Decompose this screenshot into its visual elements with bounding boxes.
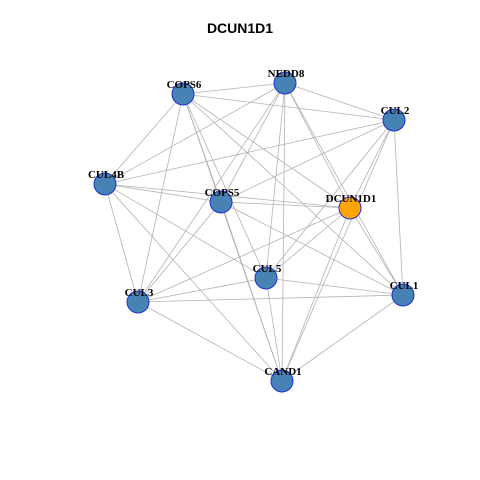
edge-nedd8-cand1	[281, 82, 286, 382]
node-label-cul5: CUL5	[253, 263, 282, 275]
node-label-cul1: CUL1	[390, 280, 419, 292]
edge-nedd8-cops5	[220, 82, 286, 203]
node-cops5	[209, 190, 233, 214]
node-label-cops6: COPS6	[167, 79, 202, 91]
edge-cul1-cand1	[281, 294, 404, 382]
edge-cops6-cul2	[182, 93, 395, 121]
diagram-title: DCUN1D1	[206, 20, 274, 36]
node-label-cand1: CAND1	[264, 366, 301, 378]
edge-cul2-cul1	[393, 119, 404, 296]
node-cul3	[126, 290, 150, 314]
node-cops6	[171, 82, 195, 106]
node-cand1	[270, 369, 294, 393]
edge-nedd8-cul1	[284, 82, 404, 296]
node-cul2	[382, 108, 406, 132]
node-layer	[93, 71, 415, 393]
edge-cops6-dcun1d1	[182, 93, 351, 209]
node-cul5	[254, 266, 278, 290]
edge-cops6-cul1	[182, 93, 404, 296]
edge-cul4b-cul5	[104, 183, 267, 279]
edge-cops5-cul1	[220, 201, 404, 296]
edge-cops6-cul3	[137, 93, 184, 303]
edge-cul2-cul4b	[104, 119, 395, 185]
edge-cops5-dcun1d1	[220, 201, 351, 209]
node-label-dcun1d1: DCUN1D1	[326, 193, 377, 205]
edge-dcun1d1-cul5	[265, 207, 351, 279]
edge-dcun1d1-cul3	[137, 207, 351, 303]
edge-dcun1d1-cul1	[349, 207, 404, 296]
edge-cul2-cops5	[220, 119, 395, 203]
edge-cul2-cand1	[281, 119, 395, 382]
edge-cul2-cul5	[265, 119, 395, 279]
edge-cul4b-cul3	[104, 183, 139, 303]
node-label-cul4b: CUL4B	[88, 169, 125, 181]
edge-cops5-cul3	[137, 201, 222, 303]
edge-cul4b-cops5	[104, 183, 222, 203]
node-nedd8	[273, 71, 297, 95]
edge-cul5-cul3	[137, 277, 267, 303]
edge-cops5-cand1	[220, 201, 283, 382]
node-cul4b	[93, 172, 117, 196]
edge-cops6-cul4b	[104, 93, 184, 185]
edge-cul4b-cand1	[104, 183, 283, 382]
node-cul1	[391, 283, 415, 307]
edge-cul2-dcun1d1	[349, 119, 395, 209]
edge-layer	[104, 82, 404, 382]
edge-cul5-cand1	[265, 277, 283, 382]
edge-nedd8-cul5	[265, 82, 286, 279]
node-label-cul3: CUL3	[125, 287, 154, 299]
edge-nedd8-cul4b	[104, 82, 286, 185]
edge-cul3-cul1	[137, 294, 404, 303]
node-label-cul2: CUL2	[381, 105, 410, 117]
edge-dcun1d1-cand1	[281, 207, 351, 382]
edge-nedd8-cops6	[182, 82, 286, 95]
edge-cops6-cul5	[182, 93, 267, 279]
edge-cul3-cand1	[137, 301, 283, 382]
node-dcun1d1	[338, 196, 362, 220]
node-label-cops5: COPS5	[205, 187, 240, 199]
node-label-nedd8: NEDD8	[268, 68, 305, 80]
edge-nedd8-cul3	[137, 82, 286, 303]
edge-cul5-cul1	[265, 277, 404, 296]
edge-nedd8-cul2	[284, 82, 395, 121]
